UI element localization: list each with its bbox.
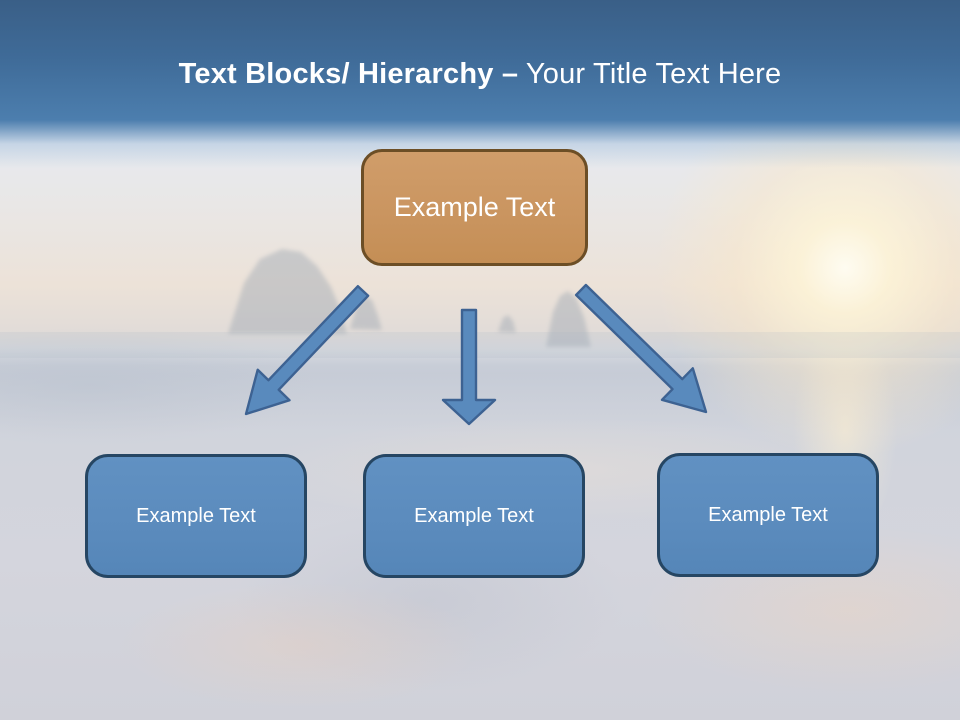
slide-title-regular: Your Title Text Here xyxy=(518,58,782,90)
child-text-block-3-label: Example Text xyxy=(708,503,828,526)
slide-title-bold: Text Blocks/ Hierarchy – xyxy=(178,58,519,90)
root-text-block-label: Example Text xyxy=(393,192,556,222)
child-text-block-1: Example Text xyxy=(85,454,307,578)
root-text-block: Example Text xyxy=(361,149,588,266)
child-text-block-1-label: Example Text xyxy=(136,504,256,527)
child-text-block-2-label: Example Text xyxy=(414,504,534,527)
child-text-block-3: Example Text xyxy=(657,453,879,577)
slide-title: Text Blocks/ Hierarchy – Your Title Text… xyxy=(0,55,960,93)
child-text-block-2: Example Text xyxy=(363,454,585,578)
